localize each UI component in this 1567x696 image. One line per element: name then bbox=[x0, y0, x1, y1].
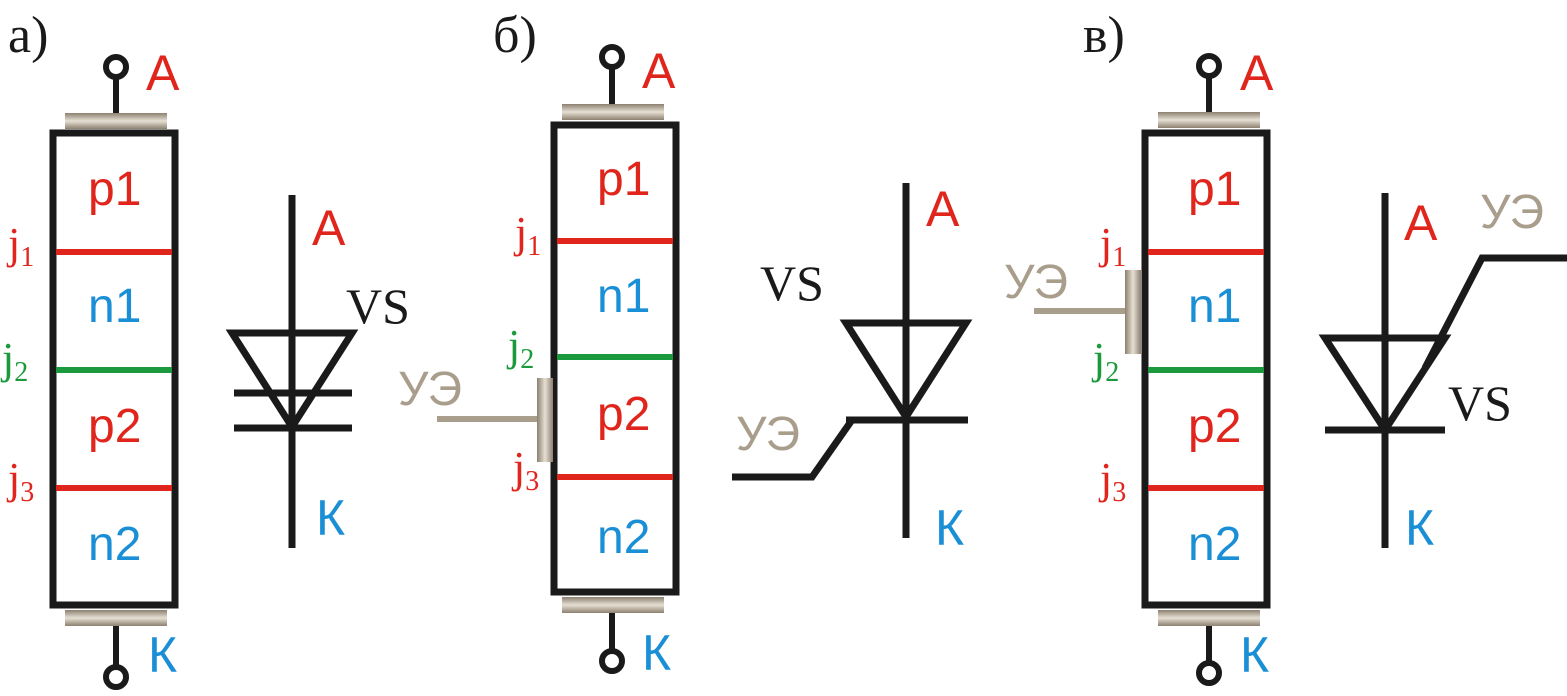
symbol-gate-label: УЭ bbox=[736, 408, 800, 461]
cathode-contact bbox=[1158, 610, 1260, 626]
anode-terminal bbox=[103, 54, 129, 80]
cathode-label: К bbox=[642, 625, 671, 681]
layer-n2: n2 bbox=[1188, 518, 1241, 571]
layer-n2: n2 bbox=[88, 518, 141, 571]
junction-label-j1: j1 bbox=[513, 208, 541, 262]
layer-p1: p1 bbox=[597, 153, 650, 206]
anode-label: A bbox=[1240, 45, 1274, 101]
symbol-gate-label: УЭ bbox=[1480, 186, 1544, 239]
symbol-cathode-label: К bbox=[1405, 500, 1434, 556]
layer-p1: p1 bbox=[88, 163, 141, 216]
symbol-gate-lead bbox=[1421, 254, 1567, 370]
thyristor-symbol: A УЭ VS К bbox=[1318, 186, 1567, 556]
gate-contact bbox=[537, 378, 553, 462]
layer-p1: p1 bbox=[1188, 163, 1241, 216]
anode-contact bbox=[562, 104, 664, 120]
gate-contact bbox=[1125, 270, 1141, 354]
layer-p2: p2 bbox=[597, 388, 650, 441]
symbol-gate-lead bbox=[732, 416, 906, 481]
cathode-label: К bbox=[1240, 627, 1269, 683]
panel-letter: а) bbox=[8, 7, 48, 64]
cathode-contact bbox=[65, 610, 167, 626]
dinistor-symbol: A VS К bbox=[225, 195, 410, 548]
layer-n1: n1 bbox=[88, 280, 141, 333]
layer-p2: p2 bbox=[1188, 400, 1241, 453]
cathode-terminal bbox=[103, 664, 129, 690]
symbol-name: VS bbox=[346, 278, 410, 334]
symbol-anode-label: A bbox=[926, 181, 960, 237]
thyristor-symbol: A VS УЭ К bbox=[732, 181, 973, 556]
anode-label: A bbox=[642, 43, 676, 99]
junction-label-j2: j2 bbox=[0, 334, 28, 388]
panel-c: в) A p1 n1 p2 n2 j1 j2 j3 УЭ К A УЭ bbox=[1004, 7, 1567, 686]
layer-n1: n1 bbox=[1188, 280, 1241, 333]
panel-a: а) A p1 n1 p2 n2 j1 j2 j3 К A VS bbox=[0, 7, 410, 690]
symbol-anode-label: A bbox=[1404, 195, 1438, 251]
gate-label: УЭ bbox=[398, 363, 462, 416]
anode-terminal bbox=[599, 44, 625, 70]
junction-label-j2: j2 bbox=[506, 321, 534, 375]
panel-letter: б) bbox=[493, 7, 537, 64]
gate-label: УЭ bbox=[1004, 256, 1068, 309]
symbol-triangle bbox=[839, 319, 973, 424]
junction-label-j1: j1 bbox=[1098, 219, 1126, 273]
symbol-triangle bbox=[1318, 334, 1452, 437]
layer-n1: n1 bbox=[597, 270, 650, 323]
junction-label-j3: j3 bbox=[6, 454, 34, 508]
symbol-triangle bbox=[225, 329, 359, 434]
anode-contact bbox=[65, 113, 167, 129]
anode-contact bbox=[1158, 112, 1260, 128]
junction-label-j3: j3 bbox=[1098, 454, 1126, 508]
panel-b: б) A p1 n1 p2 n2 j1 j2 j3 УЭ К A VS bbox=[398, 7, 973, 681]
symbol-cathode-label: К bbox=[935, 500, 964, 556]
anode-label: A bbox=[146, 45, 180, 101]
cathode-contact bbox=[562, 597, 664, 613]
cathode-terminal bbox=[599, 648, 625, 674]
layer-n2: n2 bbox=[597, 511, 650, 564]
junction-label-j3: j3 bbox=[511, 443, 539, 497]
symbol-name: VS bbox=[760, 255, 824, 311]
junction-label-j2: j2 bbox=[1091, 334, 1119, 388]
cathode-terminal bbox=[1196, 660, 1222, 686]
layer-p2: p2 bbox=[88, 400, 141, 453]
junction-label-j1: j1 bbox=[6, 219, 34, 273]
symbol-cathode-label: К bbox=[316, 490, 345, 546]
symbol-anode-label: A bbox=[312, 200, 346, 256]
cathode-label: К bbox=[148, 627, 177, 683]
anode-terminal bbox=[1196, 53, 1222, 79]
panel-letter: в) bbox=[1083, 7, 1125, 64]
symbol-name: VS bbox=[1448, 375, 1512, 431]
